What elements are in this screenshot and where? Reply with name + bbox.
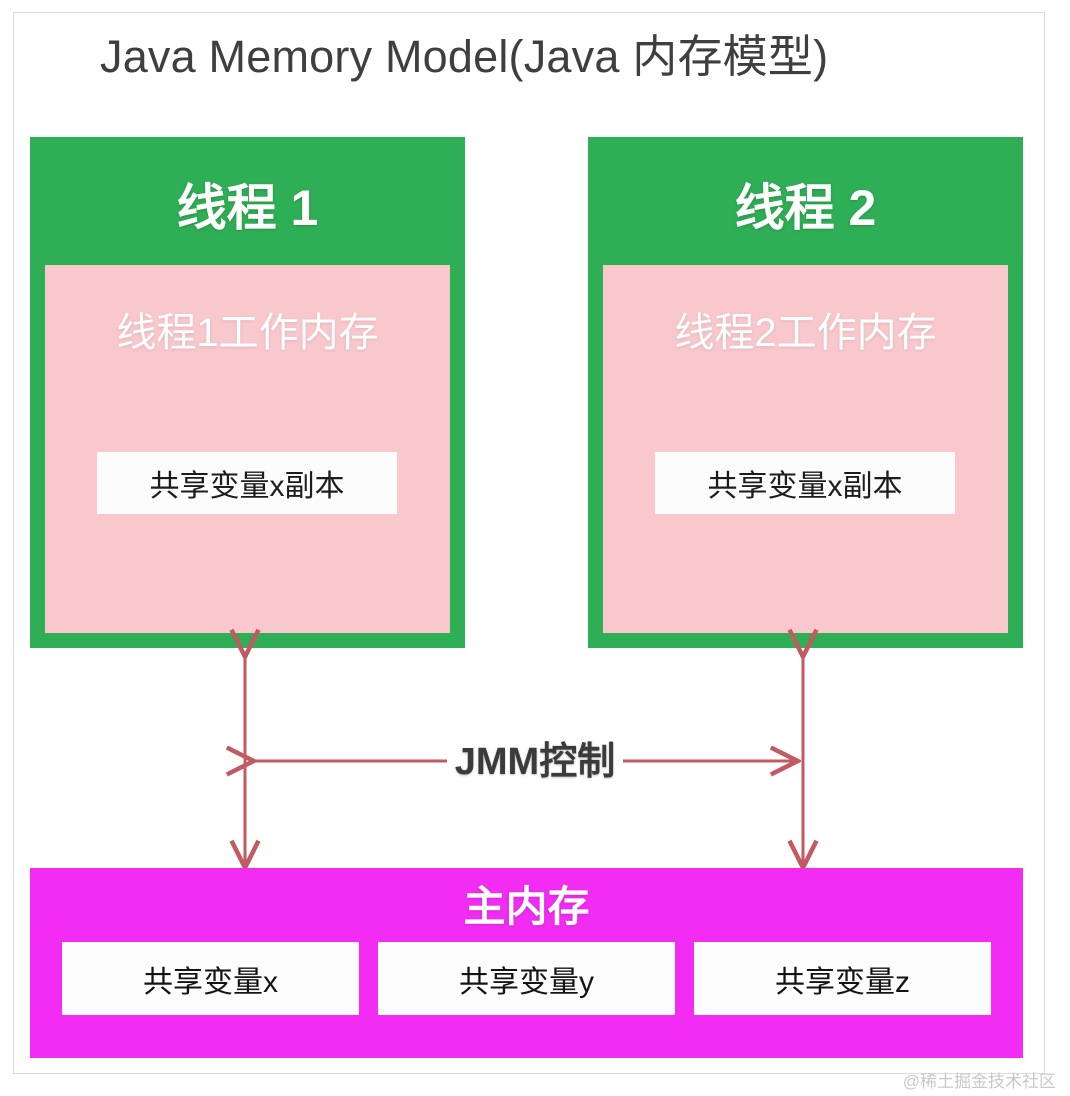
thread-2-variable-copy: 共享变量x副本 bbox=[655, 452, 955, 514]
main-memory-box: 主内存 共享变量x 共享变量y 共享变量z bbox=[30, 868, 1023, 1058]
thread-1-variable-copy: 共享变量x副本 bbox=[97, 452, 397, 514]
shared-variable-x: 共享变量x bbox=[62, 942, 359, 1015]
thread-2-title: 线程 2 bbox=[734, 180, 877, 236]
jmm-control-label-text: JMM控制 bbox=[446, 741, 624, 783]
main-memory-variable-row: 共享变量x 共享变量y 共享变量z bbox=[62, 942, 991, 1015]
main-memory-title: 主内存 bbox=[463, 883, 590, 930]
shared-variable-z: 共享变量z bbox=[694, 942, 991, 1015]
shared-variable-y: 共享变量y bbox=[378, 942, 675, 1015]
thread-2-working-memory-label: 线程2工作内存 bbox=[674, 311, 937, 355]
thread-1-title: 线程 1 bbox=[176, 180, 319, 236]
thread-box-2: 线程 2 线程2工作内存 共享变量x副本 bbox=[588, 137, 1023, 648]
watermark: @稀土掘金技术社区 bbox=[902, 1072, 1056, 1091]
thread-1-working-memory: 线程1工作内存 共享变量x副本 bbox=[45, 265, 450, 633]
thread-box-1: 线程 1 线程1工作内存 共享变量x副本 bbox=[30, 137, 465, 648]
jmm-control-label: JMM控制 bbox=[0, 738, 1070, 786]
thread-1-working-memory-label: 线程1工作内存 bbox=[116, 311, 379, 355]
thread-2-working-memory: 线程2工作内存 共享变量x副本 bbox=[603, 265, 1008, 633]
page-title: Java Memory Model(Java 内存模型) bbox=[100, 31, 829, 82]
